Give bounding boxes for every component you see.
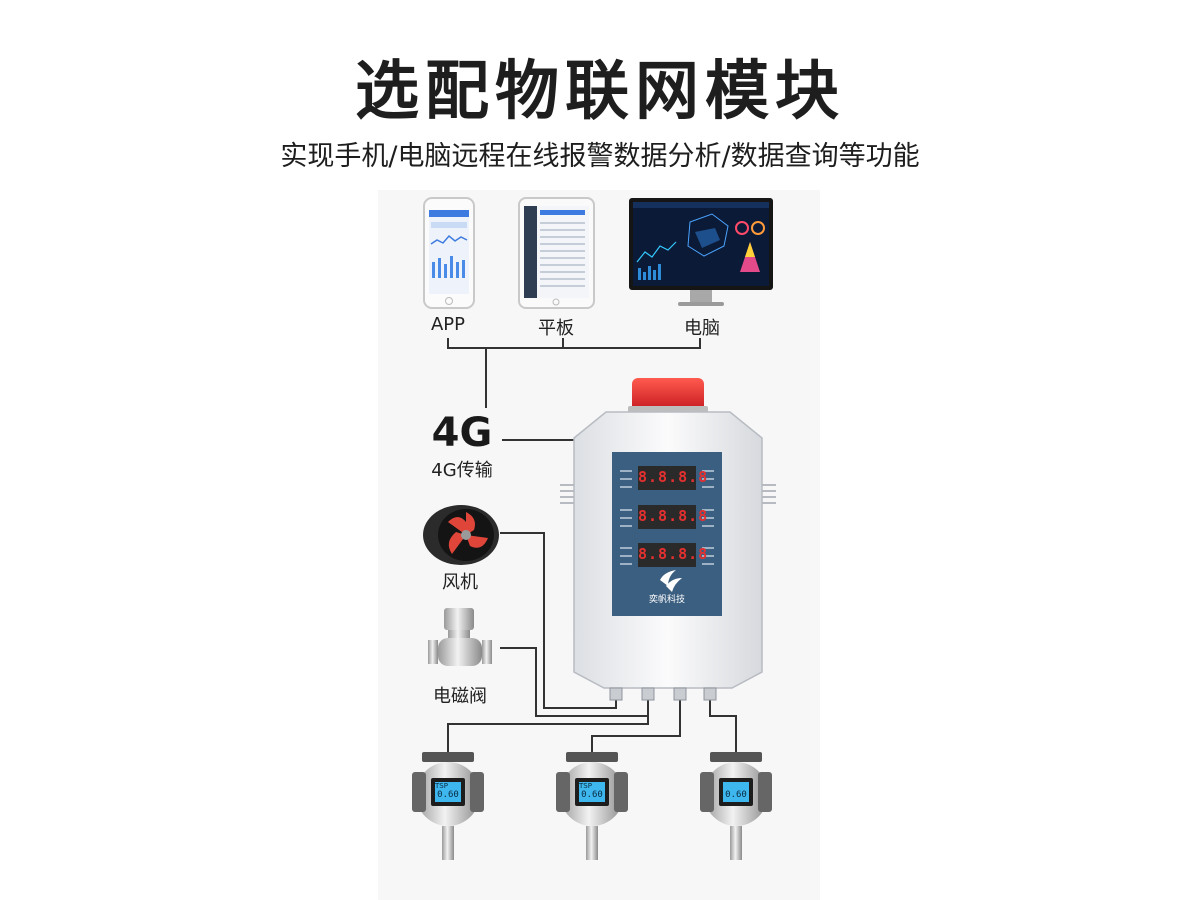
tablet-device [518, 197, 595, 309]
valve-line [500, 647, 649, 717]
4g-caption: 4G传输 [431, 460, 493, 481]
sensor-2-line [591, 690, 681, 752]
controller-brand: 奕帆科技 [648, 595, 685, 605]
controller-readout-3: 8.8.8.8 [638, 545, 709, 563]
page-title: 选配物联网模块 [355, 55, 845, 129]
sensor-1-line [447, 716, 649, 752]
controller-case [560, 411, 776, 701]
sensor-1 [412, 752, 484, 860]
sensor-3-reading: 0.60 [725, 790, 747, 800]
connection-lines [447, 338, 737, 752]
controller-readout-2: 8.8.8.8 [638, 507, 709, 525]
valve-label: 电磁阀 [433, 686, 487, 707]
sensor-2-tag: TSP [579, 782, 592, 790]
sensor-3 [700, 752, 772, 860]
sensor-2 [556, 752, 628, 860]
controller-readout-1: 8.8.8.8 [638, 468, 709, 486]
fan-line [500, 532, 617, 709]
controller-display-rows [620, 466, 714, 567]
pc-label: 电脑 [684, 318, 720, 339]
sensor-3-line [709, 690, 737, 752]
app-label: APP [430, 314, 466, 335]
page-subtitle: 实现手机/电脑远程在线报警数据分析/数据查询等功能 [280, 141, 920, 172]
phone-device [423, 197, 475, 309]
monitor-device [629, 198, 773, 306]
fan-device [423, 505, 499, 565]
valve-device [428, 608, 492, 666]
sensor-1-reading: 0.60 [437, 790, 459, 800]
sensor-2-reading: 0.60 [581, 790, 603, 800]
tablet-label: 平板 [538, 318, 574, 339]
sensor-1-tag: TSP [435, 782, 448, 790]
4g-big-label: 4G [431, 410, 493, 456]
fan-label: 风机 [442, 572, 478, 593]
alarm-light [628, 378, 708, 416]
client-bus-line [447, 338, 701, 349]
